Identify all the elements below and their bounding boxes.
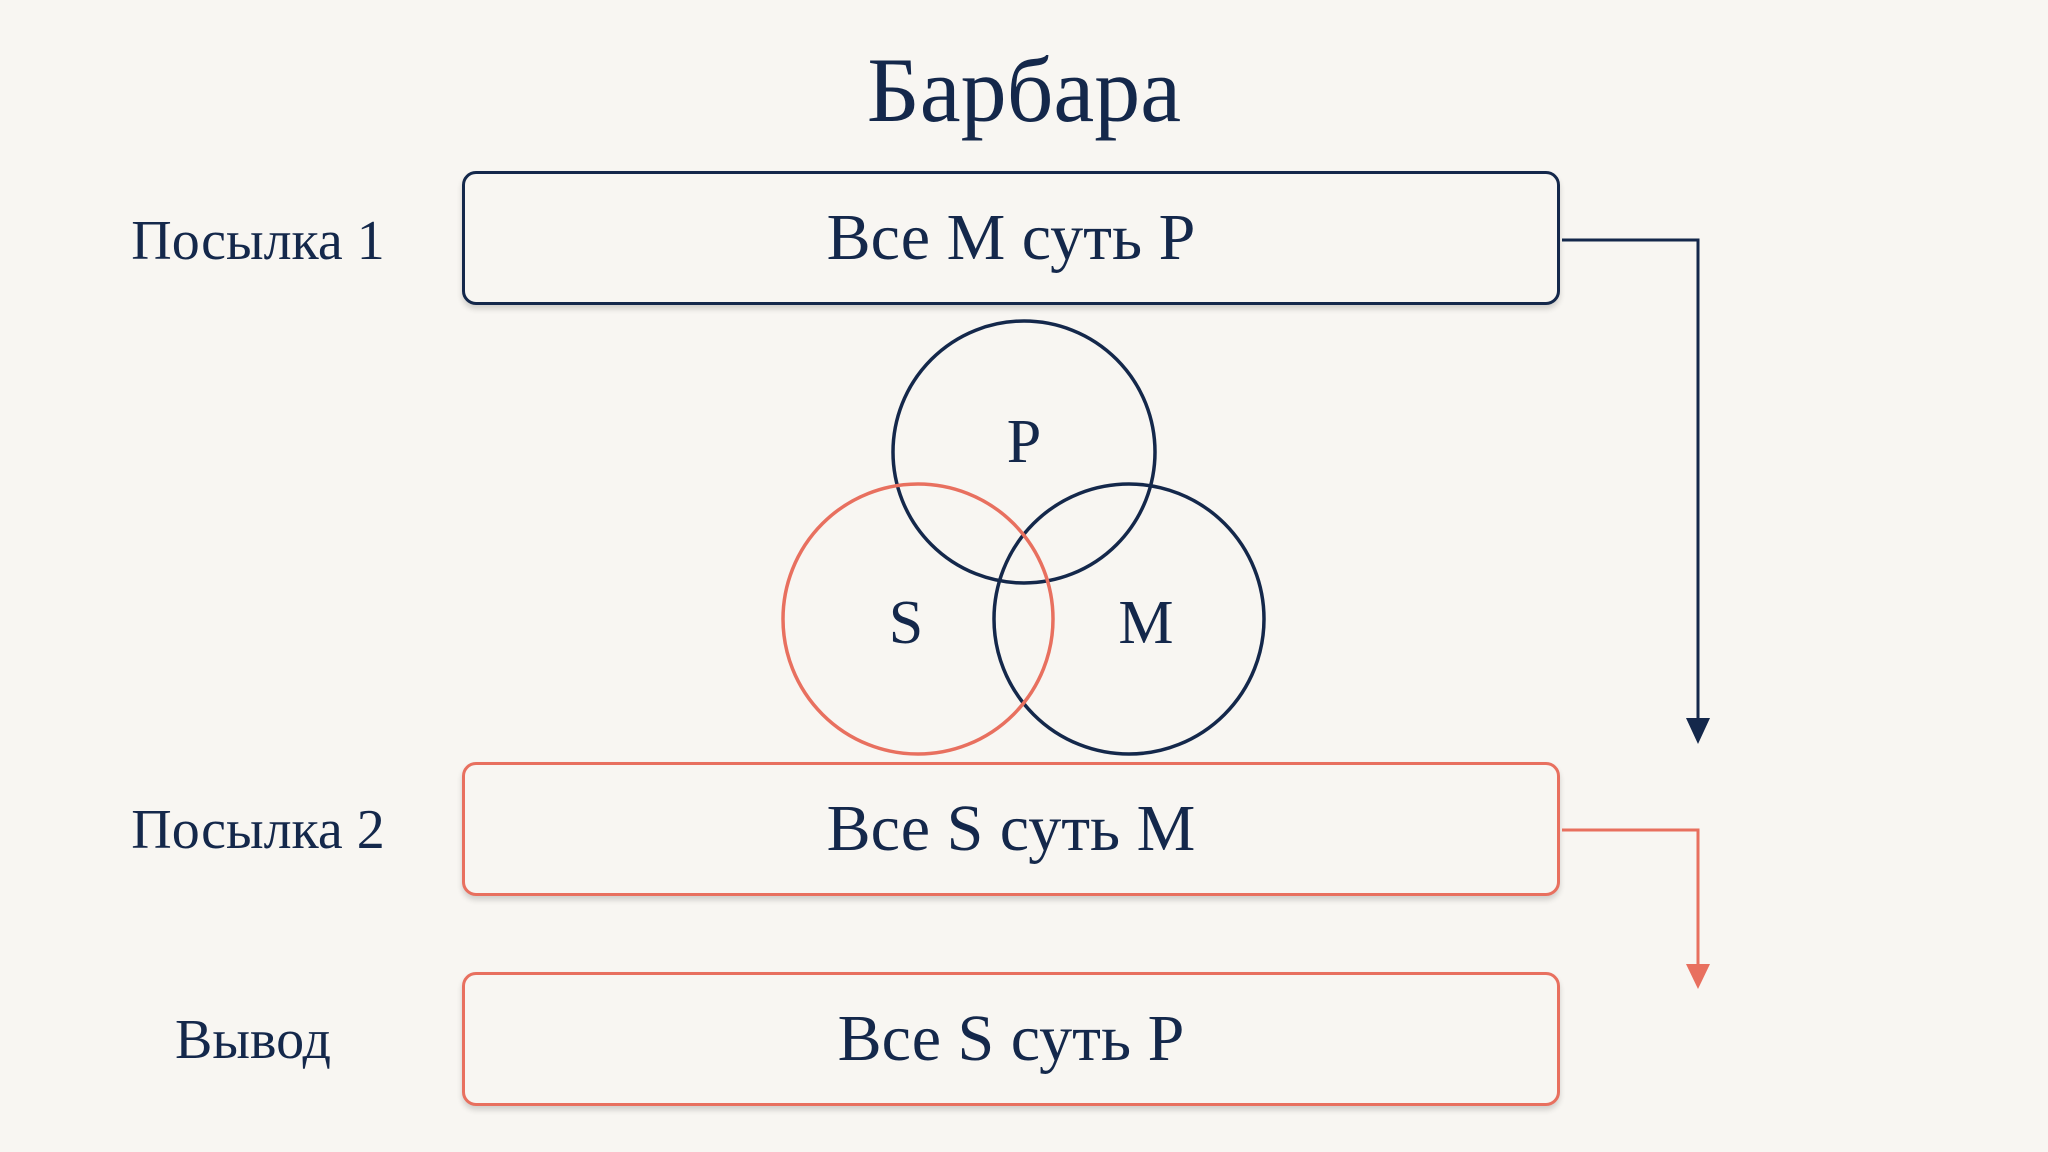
page-title: Барбара [866, 39, 1182, 141]
conclusion-label: Вывод [175, 1009, 331, 1071]
premise-1-box: Все M суть P [462, 171, 1560, 305]
venn-label-m: M [1118, 589, 1173, 657]
conclusion-box: Все S суть P [462, 972, 1560, 1106]
premise-1-label: Посылка 1 [131, 210, 385, 272]
venn-label-p: P [1007, 408, 1041, 476]
venn-circle-p [891, 319, 1157, 585]
premise-1-arrowhead [1686, 718, 1710, 744]
premise-2-label: Посылка 2 [131, 799, 385, 861]
premise-1-statement: Все M суть P [826, 201, 1196, 274]
premise-2-connector-arrow [1562, 828, 1700, 964]
conclusion-statement: Все S суть P [837, 1002, 1185, 1075]
premise-2-box: Все S суть M [462, 762, 1560, 896]
premise-1-connector-arrow [1562, 238, 1700, 718]
venn-circle-s [781, 482, 1055, 756]
premise-2-arrowhead [1686, 964, 1710, 989]
venn-circle-m [992, 482, 1266, 756]
premise-2-statement: Все S суть M [826, 792, 1196, 865]
venn-label-s: S [889, 589, 923, 657]
